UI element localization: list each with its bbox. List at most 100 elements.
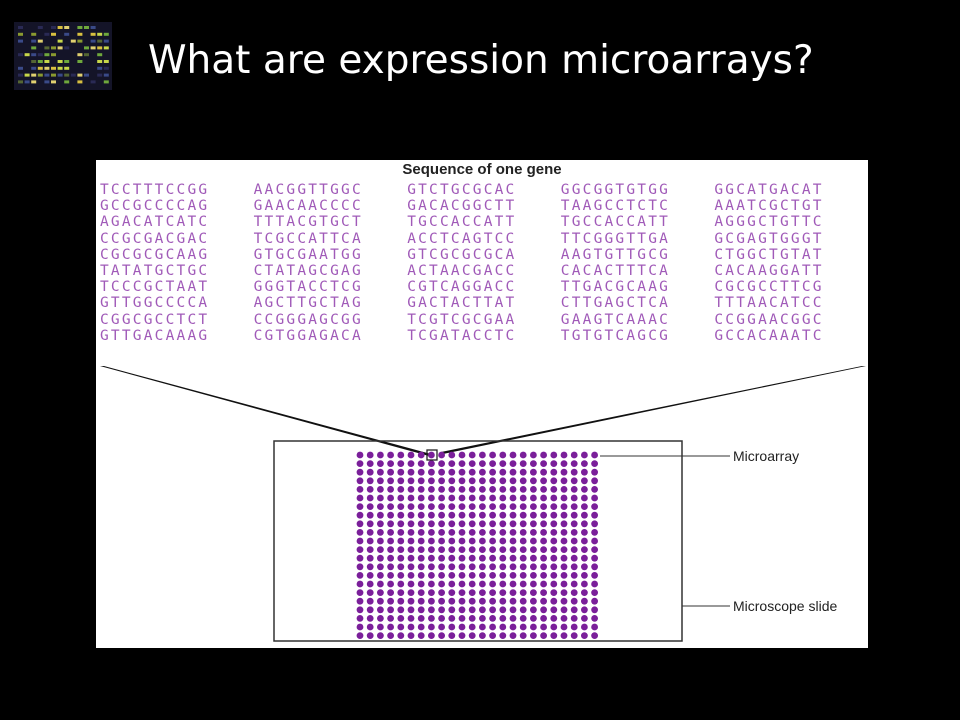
microarray-spot	[356, 511, 364, 519]
microarray-spot	[377, 589, 384, 596]
microarray-spot	[550, 494, 558, 502]
microarray-spot	[366, 451, 374, 459]
microarray-spot	[591, 511, 598, 519]
microarray-spot	[366, 529, 374, 536]
microarray-spot	[519, 615, 527, 622]
microarray-spot	[530, 494, 537, 502]
sequence-segment: CGTCAGGACC	[407, 279, 517, 296]
microarray-spot	[407, 468, 415, 476]
logo-spot	[24, 80, 30, 84]
logo-spot	[24, 53, 30, 57]
microarray-spot	[407, 460, 415, 467]
microarray-spot-grid	[356, 451, 598, 639]
microarray-spot	[468, 529, 476, 536]
microarray-spot	[428, 580, 435, 588]
microarray-spot	[468, 537, 476, 545]
microarray-spot	[560, 554, 568, 562]
microarray-spot	[428, 477, 435, 485]
microarray-spot	[499, 580, 507, 588]
sequence-segment: GACACGGCTT	[407, 198, 517, 215]
microarray-spot	[356, 477, 364, 485]
microarray-spot	[591, 494, 598, 502]
microarray-spot	[428, 589, 435, 596]
microarray-spot	[356, 597, 364, 605]
microarray-spot	[519, 606, 527, 614]
microarray-spot	[509, 460, 517, 467]
microarray-spot	[499, 460, 507, 467]
microarray-spot	[438, 554, 445, 562]
logo-spot	[18, 32, 23, 36]
microarray-spot	[387, 606, 394, 614]
microarray-spot	[499, 451, 507, 459]
logo-spot	[77, 73, 83, 77]
microarray-spot	[407, 494, 415, 502]
microarray-spot	[499, 606, 507, 614]
sequence-segment: AGGGCTGTTC	[714, 214, 824, 231]
logo-spot	[103, 46, 109, 50]
microarray-spot	[458, 537, 466, 545]
microarray-spot	[581, 554, 588, 562]
sequence-segment: TGTGTCAGCG	[560, 327, 671, 344]
microarray-spot	[540, 546, 547, 553]
microarray-spot	[570, 486, 578, 493]
microarray-spot	[509, 486, 517, 493]
microarray-spot	[479, 486, 486, 493]
microarray-spot	[560, 460, 568, 467]
microarray-spot	[591, 554, 598, 562]
microarray-spot	[550, 589, 558, 596]
logo-spot	[44, 32, 50, 36]
microarray-spot	[448, 520, 456, 528]
microarray-spot	[407, 511, 415, 519]
sequence-segment: TCGTCGCGAA	[407, 311, 517, 328]
microarray-spot	[540, 520, 547, 528]
microarray-spot	[428, 606, 435, 614]
microarray-spot	[387, 477, 394, 485]
microarray-spot	[407, 537, 415, 545]
microarray-spot	[509, 554, 517, 562]
microarray-spot	[407, 615, 415, 622]
microarray-spot	[499, 511, 507, 519]
sequence-segment: CTATAGCGAG	[253, 262, 363, 279]
microarray-spot	[540, 589, 547, 596]
microarray-spot	[509, 511, 517, 519]
sequence-segment: CGCGCCTTCG	[714, 279, 824, 296]
microarray-spot	[468, 451, 476, 459]
logo-spot	[97, 53, 103, 57]
microarray-spot	[468, 572, 476, 579]
microarray-spot	[509, 580, 517, 588]
microarray-spot	[499, 477, 507, 485]
microarray-spot	[417, 606, 425, 614]
microarray-spot	[570, 580, 578, 588]
logo-spot	[103, 32, 109, 36]
logo-spot	[44, 66, 50, 70]
microarray-spot	[530, 589, 537, 596]
microarray-spot	[540, 554, 547, 562]
microarray-spot	[356, 546, 364, 553]
logo-spot	[44, 60, 50, 63]
logo-spot	[90, 39, 96, 43]
microarray-spot	[417, 520, 425, 528]
microarray-spot	[468, 486, 476, 493]
microarray-spot	[377, 580, 384, 588]
logo-spot	[64, 26, 70, 29]
microarray-spot	[591, 537, 598, 545]
microarray-spot	[356, 572, 364, 579]
microarray-spot	[387, 632, 394, 639]
microarray-spot	[428, 615, 435, 622]
microarray-spot	[428, 503, 435, 510]
microarray-spot	[489, 494, 496, 502]
sequence-segment: ACTAACGACC	[407, 262, 517, 279]
logo-spot	[84, 46, 89, 50]
microarray-spot	[397, 477, 405, 485]
microarray-spot	[479, 580, 486, 588]
microarray-spot	[438, 451, 445, 459]
microarray-spot	[570, 615, 578, 622]
microarray-spot	[530, 597, 537, 605]
microarray-spot	[591, 563, 598, 571]
microarray-spot	[366, 597, 374, 605]
microarray-spot	[581, 563, 588, 571]
microarray-spot	[417, 563, 425, 571]
microarray-spot	[458, 597, 466, 605]
sequence-segment: GTGCGAATGG	[253, 246, 363, 263]
